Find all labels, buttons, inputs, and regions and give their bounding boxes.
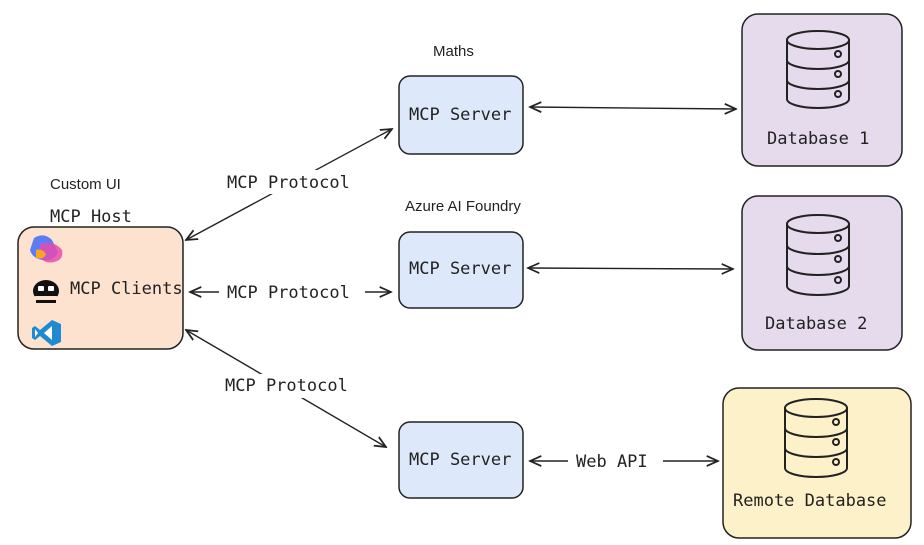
database-1-label: Database 1 [767,129,869,149]
protocol-label-3: MCP Protocol [225,376,348,396]
protocol-label-3-bg [220,374,354,398]
protocol-label-2: MCP Protocol [227,283,350,303]
database-2-icon [786,214,850,296]
web-api-label: Web API [576,452,648,472]
remote-database-box [722,387,912,539]
github-copilot-icon [33,280,59,303]
db-arrow-1 [530,107,736,109]
server-1-label: MCP Server [409,105,511,125]
database-2-label: Database 2 [765,314,867,334]
mcp-clients-label: MCP Clients [70,279,183,299]
db-arrow-2 [528,268,733,269]
remote-database-icon [784,398,848,478]
vscode-icon [32,320,61,346]
mcp-server-1 [398,75,524,155]
server-3-label: MCP Server [409,450,511,470]
mcp-server-3 [398,421,524,499]
host-caption: Custom UI [50,176,121,193]
database-1-icon [786,30,850,109]
database-2-box [741,195,903,351]
host-title: MCP Host [50,207,132,227]
protocol-label-1: MCP Protocol [227,173,350,193]
server-1-caption: Maths [433,43,474,60]
server-2-label: MCP Server [409,259,511,279]
protocol-label-1-bg [222,170,354,194]
database-1-box [741,13,903,167]
mcp-server-2 [398,231,524,309]
copilot-icon [30,235,63,263]
remote-database-label: Remote Database [733,491,887,511]
server-2-caption: Azure AI Foundry [405,198,521,215]
